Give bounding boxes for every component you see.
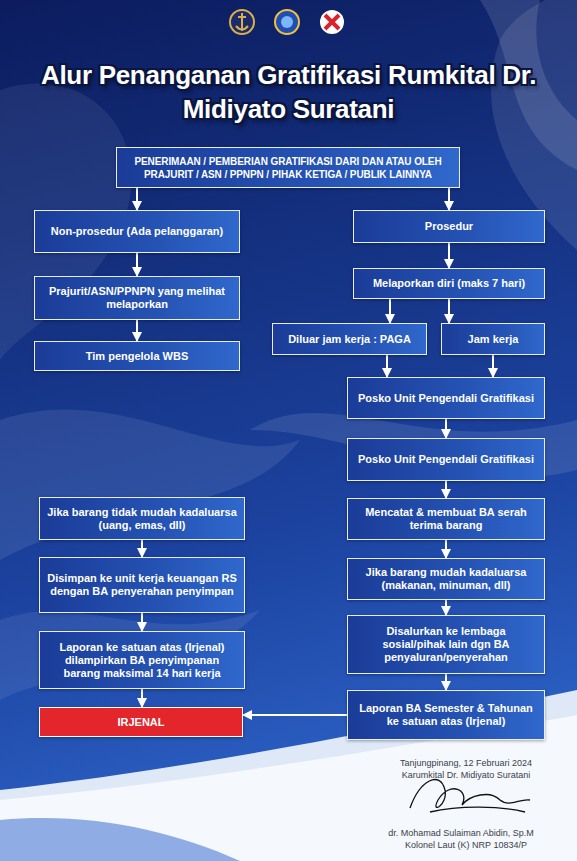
flow-arrow: [389, 299, 391, 323]
swirl: [0, 610, 260, 700]
box-text: Melaporkan diri (maks 7 hari): [373, 277, 525, 290]
logo-ring: [275, 10, 299, 34]
flow-arrow: [243, 714, 347, 716]
process-box: PENERIMAAN / PEMBERIAN GRATIFIKASI DARI …: [116, 147, 460, 188]
blue-wave: [0, 818, 240, 861]
logo-hospital: [275, 10, 299, 34]
poster-title: Alur Penanganan Gratifikasi Rumkital Dr.…: [40, 58, 537, 126]
box-text: Posko Unit Pengendali Gratifikasi: [358, 453, 534, 466]
box-text: Posko Unit Pengendali Gratifikasi: [358, 392, 534, 405]
signature: [410, 780, 530, 812]
logo-anti: [320, 10, 344, 34]
flow-arrow: [492, 355, 494, 377]
process-box: Laporan BA Semester & Tahunan ke satuan …: [347, 690, 545, 740]
box-text: Jika barang tidak mudah kadaluarsa (uang…: [46, 506, 238, 532]
process-box: Prajurit/ASN/PPNPN yang melihat melapork…: [34, 276, 240, 320]
box-text: Tim pengelola WBS: [86, 350, 188, 363]
logo-ring: [230, 10, 254, 34]
flow-arrow: [445, 419, 447, 438]
flow-arrow: [445, 481, 447, 498]
process-box: Disalurkan ke lembaga sosial/pihak lain …: [347, 615, 545, 674]
process-box: Jam kerja: [441, 323, 545, 355]
process-box: Posko Unit Pengendali Gratifikasi: [347, 377, 545, 419]
process-box: Disimpan ke unit kerja keuangan RS denga…: [39, 557, 245, 613]
flow-arrow: [386, 355, 388, 377]
box-text: Non-prosedur (Ada pelanggaran): [51, 225, 223, 238]
terminal-box: IRJENAL: [39, 707, 243, 737]
logo-anchor: [236, 13, 248, 31]
box-text: PENERIMAAN / PEMBERIAN GRATIFIKASI DARI …: [123, 155, 453, 181]
flow-arrow: [445, 540, 447, 558]
box-text: Prajurit/ASN/PPNPN yang melihat melapork…: [41, 285, 233, 311]
signature-text: Kolonel Laut (K) NRP 10834/P: [356, 840, 576, 851]
flow-arrow: [136, 188, 138, 210]
box-text: Diluar jam kerja : PAGA: [288, 333, 411, 346]
process-box: Diluar jam kerja : PAGA: [272, 323, 427, 355]
process-box: Tim pengelola WBS: [34, 341, 240, 371]
process-box: Mencatat & membuat BA serah terima baran…: [347, 498, 545, 540]
light-wave: [0, 690, 577, 861]
box-text: Mencatat & membuat BA serah terima baran…: [354, 506, 538, 532]
box-text: Disalurkan ke lembaga sosial/pihak lain …: [354, 625, 538, 664]
flow-arrow: [445, 674, 447, 690]
logo-navy: [230, 10, 254, 34]
box-text: Jika barang mudah kadaluarsa (makanan, m…: [354, 566, 538, 592]
logo-core: [281, 16, 293, 28]
process-box: Non-prosedur (Ada pelanggaran): [34, 210, 240, 253]
logo-cross: [325, 15, 339, 29]
flow-arrow: [136, 320, 138, 341]
flow-arrow: [141, 689, 143, 707]
flow-arrow: [448, 299, 450, 323]
box-text: IRJENAL: [117, 716, 164, 729]
box-text: Laporan ke satuan atas (Irjenal) dilampi…: [46, 641, 238, 680]
flow-arrow: [136, 253, 138, 276]
signature-text: Karumkital Dr. Midiyato Suratani: [356, 770, 576, 781]
flow-arrow: [141, 540, 143, 557]
signature-text: Tanjungpinang, 12 Februari 2024: [356, 758, 576, 769]
box-text: Jam kerja: [468, 333, 519, 346]
box-text: Disimpan ke unit kerja keuangan RS denga…: [46, 572, 238, 598]
logo-ring: [320, 10, 344, 34]
flow-arrow: [448, 188, 450, 210]
flow-arrow: [141, 613, 143, 631]
process-box: Prosedur: [353, 210, 545, 243]
flow-arrow: [448, 243, 450, 268]
process-box: Jika barang tidak mudah kadaluarsa (uang…: [39, 497, 245, 540]
swirl: [0, 410, 300, 560]
process-box: Posko Unit Pengendali Gratifikasi: [347, 438, 545, 481]
process-box: Laporan ke satuan atas (Irjenal) dilampi…: [39, 631, 245, 689]
process-box: Jika barang mudah kadaluarsa (makanan, m…: [347, 558, 545, 600]
process-box: Melaporkan diri (maks 7 hari): [353, 268, 545, 299]
box-text: Laporan BA Semester & Tahunan ke satuan …: [354, 702, 538, 728]
signature-text: dr. Mohamad Sulaiman Abidin, Sp.M: [346, 828, 576, 839]
flow-arrow: [445, 600, 447, 615]
box-text: Prosedur: [425, 220, 473, 233]
